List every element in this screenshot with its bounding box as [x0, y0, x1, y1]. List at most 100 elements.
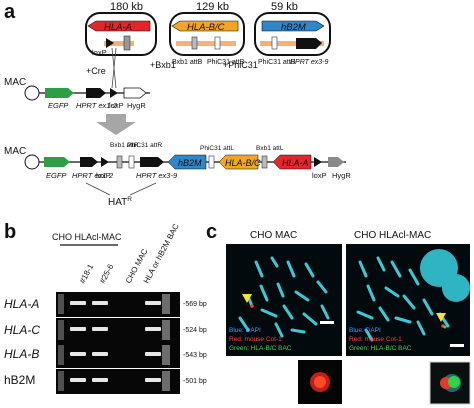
hprt12-arrow-bottom	[80, 157, 98, 167]
lane-label-1: #18-1	[78, 262, 96, 285]
hla-a-gene-arrow	[87, 20, 151, 32]
hat-bracket	[85, 182, 157, 196]
phic31-attl-label: PhiC31 attL	[200, 145, 234, 152]
fish2-title: CHO HLAcl-MAC	[354, 230, 431, 241]
mac-top-label: MAC	[4, 77, 26, 88]
gel-row-hla-a: HLA-A -569 bp	[4, 292, 207, 317]
bxb1-label: +Bxb1	[150, 60, 176, 70]
mac-top-construct: MAC EGFP HPRT ex1-2 loxP HygR	[4, 77, 150, 110]
bac1-gene-label: HLA-A	[104, 22, 132, 33]
hprt39-label-bottom: HPRT ex3-9	[136, 171, 178, 180]
hprt12-label-top: HPRT ex1-2	[76, 101, 118, 110]
hygr-arrow-bottom	[328, 157, 344, 167]
egfp-label-bottom: EGFP	[46, 171, 66, 180]
bac1-size: 180 kb	[110, 1, 143, 13]
gel-size-hla-c: -524 bp	[183, 327, 207, 334]
bac3-phic31-box	[271, 36, 278, 50]
mac-top-centromere	[24, 85, 40, 101]
fish2-legend-green: Green: HLA-B/C BAC	[349, 345, 412, 352]
fish1-inset	[298, 360, 342, 404]
fish1-title: CHO MAC	[250, 230, 297, 241]
panel-a-label: a	[4, 1, 16, 23]
hygr-label-bottom: HygR	[332, 171, 351, 180]
bac2-bxb1-label: Bxb1 attB	[172, 59, 203, 66]
bac3-phic31-label: PhiC31 attB	[258, 59, 296, 66]
hla-a-arrow-bottom	[272, 154, 312, 170]
bac2-construct: HLA-B/C Bxb1 attB PhiC31 attB	[169, 12, 245, 66]
fish1-legend-red: Red: mouse Cot-1	[229, 336, 282, 343]
gel-row-hla-b: HLA-B -543 bp	[4, 343, 207, 368]
bac3-gene-label: hB2M	[281, 22, 306, 33]
fish2-legend-red: Red: mouse Cot-1	[349, 336, 402, 343]
hprt12-label-bottom: HPRT ex1-2	[72, 171, 114, 180]
loxp-label-bottom-1: loxP	[96, 171, 111, 180]
phic31-attr-box	[128, 155, 135, 169]
fish1-scale-bar	[320, 321, 334, 324]
phic31-label: +PhiC31	[223, 60, 258, 70]
fish2-inset	[429, 361, 471, 405]
hb2m-arrow-bottom	[167, 154, 207, 170]
hb2m-label-bottom: hB2M	[178, 158, 202, 168]
bac3-hprt-arrow	[296, 38, 322, 49]
hygr-label-top: HygR	[127, 101, 146, 110]
panel-b-label: b	[4, 221, 16, 243]
fish1-legend-green: Green: HLA-B/C BAC	[229, 345, 292, 352]
bac1-loxp-arrow	[106, 38, 114, 48]
egfp-label-top: EGFP	[48, 101, 68, 110]
bac1-marker-box	[123, 35, 131, 51]
loxp-label-bottom-2: loxP	[312, 171, 327, 180]
fish1-pointer-arrow	[242, 294, 252, 303]
hprt12-arrow-top	[86, 88, 106, 98]
fish2-scale-bar	[450, 344, 464, 347]
fish-image-cho-hlacl-mac: Blue: DAPI Red: mouse Cot-1 Green: HLA-B…	[346, 244, 470, 356]
loxp-arrow-top	[110, 88, 118, 98]
gel-gene-hla-c: HLA-C	[4, 323, 40, 337]
fish2-legend-blue: Blue: DAPI	[349, 327, 381, 334]
bxb1-attr-label: Bxb1 attR	[110, 142, 139, 149]
lane-label-2: #25-6	[98, 262, 116, 285]
loxp-arrow-bottom-1	[101, 157, 109, 167]
bac3-size: 59 kb	[271, 1, 298, 13]
bac1-loxp-label: loxP	[92, 48, 107, 57]
bac3-hprt-label: HPRT ex3-9	[290, 59, 328, 66]
gel-size-hla-b: -543 bp	[183, 352, 207, 359]
phic31-attr-label: PhiC31 attR	[127, 142, 162, 149]
gel-row-hb2m: hB2M -501 bp	[4, 369, 207, 394]
gel-row-hla-c: HLA-C -524 bp	[4, 318, 207, 343]
hygr-arrow-top	[123, 87, 147, 99]
bac2-bxb1-box	[191, 36, 198, 50]
mac-bottom-centromere	[24, 154, 40, 170]
hla-bc-arrow-bottom	[218, 154, 259, 170]
gel-gene-hb2m: hB2M	[4, 373, 35, 387]
fish2-pointer-arrow	[436, 313, 446, 322]
bac2-gene-label: HLA-B/C	[187, 22, 225, 33]
gel-gene-hla-a: HLA-A	[4, 297, 39, 311]
hprt39-arrow-bottom	[140, 157, 164, 167]
hb2m-gene-arrow	[261, 20, 325, 32]
loxp-arrow-bottom-2	[314, 157, 322, 167]
phic31-attl-box	[208, 155, 215, 169]
process-arrow	[96, 114, 136, 135]
bac3-construct: hB2M PhiC31 attB HPRT ex3-9	[254, 12, 331, 66]
loxp-label-top: loxP	[109, 101, 124, 110]
mac-bottom-label: MAC	[4, 146, 26, 157]
hla-bc-gene-arrow	[171, 20, 239, 32]
mac-bottom-construct: MAC hB2M HLA-B/C HLA-A EGFP HPRT ex1-2 l…	[4, 142, 351, 180]
gel-size-hb2m: -501 bp	[183, 378, 207, 385]
gel-size-hla-a: -569 bp	[183, 301, 207, 308]
bxb1-attl-box	[261, 155, 268, 169]
bac2-phic31-label: PhiC31 attB	[207, 59, 245, 66]
egfp-arrow-top	[45, 88, 74, 98]
gel-gene-hla-b: HLA-B	[4, 347, 39, 361]
bac1-construct: HLA-A loxP	[85, 12, 157, 57]
fish1-legend-blue: Blue: DAPI	[229, 327, 261, 334]
hla-a-label-bottom: HLA-A	[282, 158, 309, 168]
cre-label: +Cre	[86, 66, 106, 76]
bac2-phic31-box	[214, 36, 221, 50]
hla-bc-label-bottom: HLA-B/C	[225, 158, 261, 168]
fish-image-cho-mac: Blue: DAPI Red: mouse Cot-1 Green: HLA-B…	[226, 244, 342, 356]
recombination-lines	[111, 47, 117, 89]
bxb1-attl-label: Bxb1 attL	[256, 145, 284, 152]
hat-resistance-label: HATR	[108, 196, 132, 208]
